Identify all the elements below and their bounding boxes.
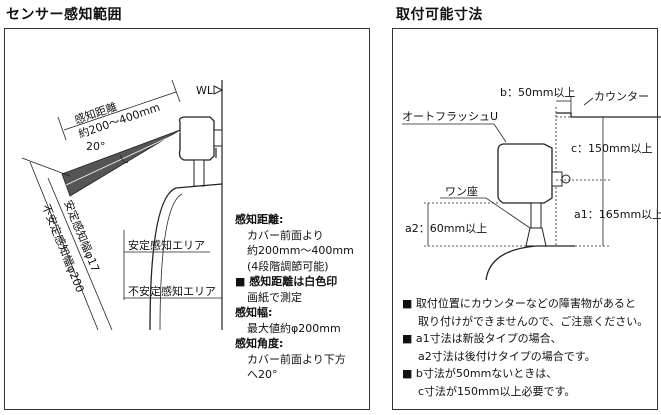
note-item: b寸法が50mmないときは、 c寸法が150mm以上必要です。 [402, 365, 654, 400]
mounting-dimensions-title: 取付可能寸法 [396, 7, 483, 23]
wl-label: WL [196, 84, 214, 97]
wl-marker [213, 85, 224, 95]
spec-distance-line-1: カバー前面より [247, 228, 324, 242]
counter-outline [556, 112, 661, 118]
stable-area-label: 安定感知エリア [128, 238, 205, 252]
urinal-outline [149, 183, 223, 331]
note-1-line-1: 取付位置にカウンターなどの障害物があると [415, 297, 636, 310]
product-label: オートフラッシュU [402, 110, 498, 123]
mounting-dimensions-panel [392, 28, 658, 410]
spec-measure-line-1: 感知距離は白色印 [235, 274, 365, 290]
spec-angle-title: 感知角度: [235, 337, 284, 350]
sensor-spec-list: 感知距離: カバー前面より 約200mm～400mm (4段階調節可能) 感知距… [235, 212, 365, 383]
spec-angle-line-1: カバー前面より下方 [247, 352, 346, 366]
note-item: 取付位置にカウンターなどの障害物があると 取り付けができませんので、ご注意くださ… [402, 295, 654, 330]
note-item: a1寸法は新設タイプの場合、 a2寸法は後付けタイプの場合です。 [402, 330, 654, 365]
a2-dimension-label: a2：60mm以上 [405, 222, 487, 235]
sensor-range-panel [4, 28, 370, 410]
spec-distance-title: 感知距離: [235, 213, 284, 226]
note-3-line-2: c寸法が150mm以上必要です。 [418, 384, 576, 398]
flush-unit [497, 143, 553, 204]
spec-width-title: 感知幅: [235, 306, 273, 319]
spec-distance-line-3: (4段階調節可能) [247, 259, 329, 273]
note-2-line-1: a1寸法は新設タイプの場合、 [415, 332, 562, 345]
stable-width-line [47, 177, 113, 331]
sensor-range-title: センサー感知範囲 [6, 7, 122, 23]
note-3-line-1: b寸法が50mmないときは、 [415, 367, 558, 380]
a1-dimension-label: a1：165mm以上 [574, 208, 661, 221]
unstable-area-label: 不安定感知エリア [128, 284, 216, 298]
mounting-notes: 取付位置にカウンターなどの障害物があると 取り付けができませんので、ご注意くださ… [402, 295, 654, 400]
unstable-width-line [29, 161, 99, 331]
bowl-seat-label: ワン座 [445, 184, 478, 198]
spec-distance-line-2: 約200mm～400mm [247, 244, 354, 257]
note-2-line-2: a2寸法は後付けタイプの場合です。 [418, 349, 596, 363]
counter-label: カウンター [594, 90, 649, 103]
flush-pipe [193, 159, 205, 187]
urinal-top [485, 245, 575, 281]
angle-label: 20° [86, 140, 106, 153]
spec-angle-line-2: へ20° [247, 368, 278, 381]
spec-measure-line-2: 画紙で測定 [247, 290, 302, 304]
c-dimension-label: c：150mm以上 [571, 142, 652, 155]
b-dimension-label: b：50mm以上 [500, 86, 575, 99]
sensor-unit [178, 116, 215, 161]
distance-dim-line [63, 91, 177, 131]
spec-width-line: 最大値約φ200mm [247, 321, 341, 335]
sensor-mount [213, 129, 223, 147]
note-1-line-2: 取り付けができませんので、ご注意ください。 [418, 314, 649, 328]
